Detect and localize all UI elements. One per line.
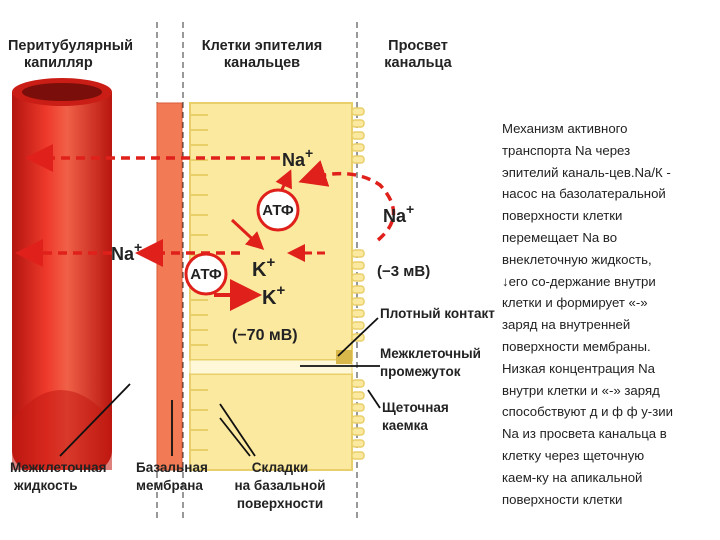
svg-text:Складки: Складки [252,460,308,475]
description-line: поверхности клетки [502,489,714,511]
description-line: насос на базолатеральной [502,183,714,205]
svg-text:Межклеточная: Межклеточная [10,460,107,475]
svg-text:поверхности: поверхности [237,496,323,511]
description-line: поверхности мембраны. [502,336,714,358]
svg-text:промежуток: промежуток [380,364,461,379]
svg-text:Плотный контакт: Плотный контакт [380,306,495,321]
description-line: каем-ку на апикальной [502,467,714,489]
svg-text:Na+: Na+ [383,201,414,226]
description-line: Механизм активного [502,118,714,140]
svg-text:Клетки эпителия: Клетки эпителия [202,38,322,54]
description-line: клетку через щеточную [502,445,714,467]
svg-text:канальцев: канальцев [224,55,300,71]
svg-text:Базальная: Базальная [136,460,208,475]
intercellular-gap [190,360,352,374]
svg-text:Щеточная: Щеточная [382,400,449,415]
atp-pump-lower: АТФ [186,254,226,294]
svg-text:Просвет: Просвет [388,38,448,54]
peritubular-capillary [12,78,112,470]
svg-text:мембрана: мембрана [136,478,203,493]
svg-text:жидкость: жидкость [13,478,78,493]
description-line: поверхности клетки [502,205,714,227]
lower-epithelial-cell [190,374,364,470]
tight-junction [336,350,352,364]
svg-text:Na+: Na+ [111,239,142,264]
svg-text:(−3 мВ): (−3 мВ) [377,263,430,280]
description-line: перемещает Na во [502,227,714,249]
description-line: способствуют д и ф ф у-зии [502,401,714,423]
description-line: клетки и формирует «-» [502,292,714,314]
atp-pump-upper: АТФ [258,190,298,230]
svg-text:капилляр: капилляр [24,55,93,71]
description-line: Низкая концентрация Na [502,358,714,380]
svg-text:АТФ: АТФ [262,202,294,219]
description-line: транспорта Na через [502,140,714,162]
svg-text:канальца: канальца [384,55,452,71]
svg-text:каемка: каемка [382,418,428,433]
description-line: Na из просвета канальца в [502,423,714,445]
svg-text:Межклеточный: Межклеточный [380,346,481,361]
description-line: ↓его со-держание внутри [502,271,714,293]
svg-text:(−70 мВ): (−70 мВ) [232,327,298,344]
description-line: внеклеточную жидкость, [502,249,714,271]
description-line: внутри клетки и «-» заряд [502,380,714,402]
svg-text:АТФ: АТФ [190,266,222,283]
svg-text:Перитубулярный: Перитубулярный [8,38,133,54]
upper-epithelial-cell [190,103,364,360]
description-line: заряд на внутренней [502,314,714,336]
description-line: эпителий каналь-цев.Na/К - [502,162,714,184]
svg-text:на базальной: на базальной [234,478,325,493]
